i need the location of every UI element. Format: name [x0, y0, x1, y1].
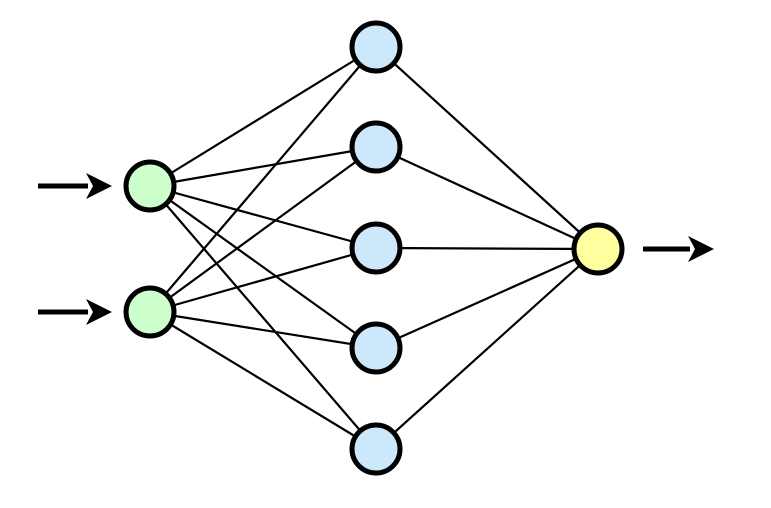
input-arrow-1	[38, 173, 112, 199]
edge-i2-to-h1	[148, 45, 378, 314]
edge-i2-to-h4	[148, 310, 378, 350]
input-node-1[interactable]	[123, 159, 177, 213]
hidden-node-3[interactable]	[349, 221, 403, 275]
output-arrow-1-head-icon	[688, 236, 714, 262]
hidden-node-2[interactable]	[349, 120, 403, 174]
nodes-group	[123, 20, 625, 476]
output-node-1[interactable]	[571, 222, 625, 276]
input-arrow-2-head-icon	[86, 299, 112, 325]
edge-i1-to-h2	[148, 145, 378, 188]
edge-i2-to-h3	[148, 246, 378, 314]
output-arrow-1	[643, 236, 714, 262]
input-arrow-2	[38, 299, 112, 325]
hidden-node-4[interactable]	[349, 321, 403, 375]
edge-i2-to-h5	[148, 310, 378, 451]
input-node-2[interactable]	[123, 285, 177, 339]
hidden-node-5[interactable]	[349, 422, 403, 476]
edge-h1-to-o1	[374, 45, 600, 251]
edge-i1-to-h5	[148, 184, 378, 451]
edge-i1-to-h1	[148, 45, 378, 188]
input-arrow-1-head-icon	[86, 173, 112, 199]
edge-h3-to-o1	[374, 246, 600, 251]
edge-i1-to-h3	[148, 184, 378, 250]
edge-i2-to-h2	[148, 145, 378, 314]
edge-h5-to-o1	[374, 247, 600, 451]
io-arrows-group	[38, 173, 714, 325]
edges-group	[148, 45, 600, 451]
edge-h2-to-o1	[374, 145, 600, 251]
hidden-node-1[interactable]	[349, 20, 403, 74]
edge-i1-to-h4	[148, 184, 378, 350]
edge-h4-to-o1	[374, 247, 600, 350]
